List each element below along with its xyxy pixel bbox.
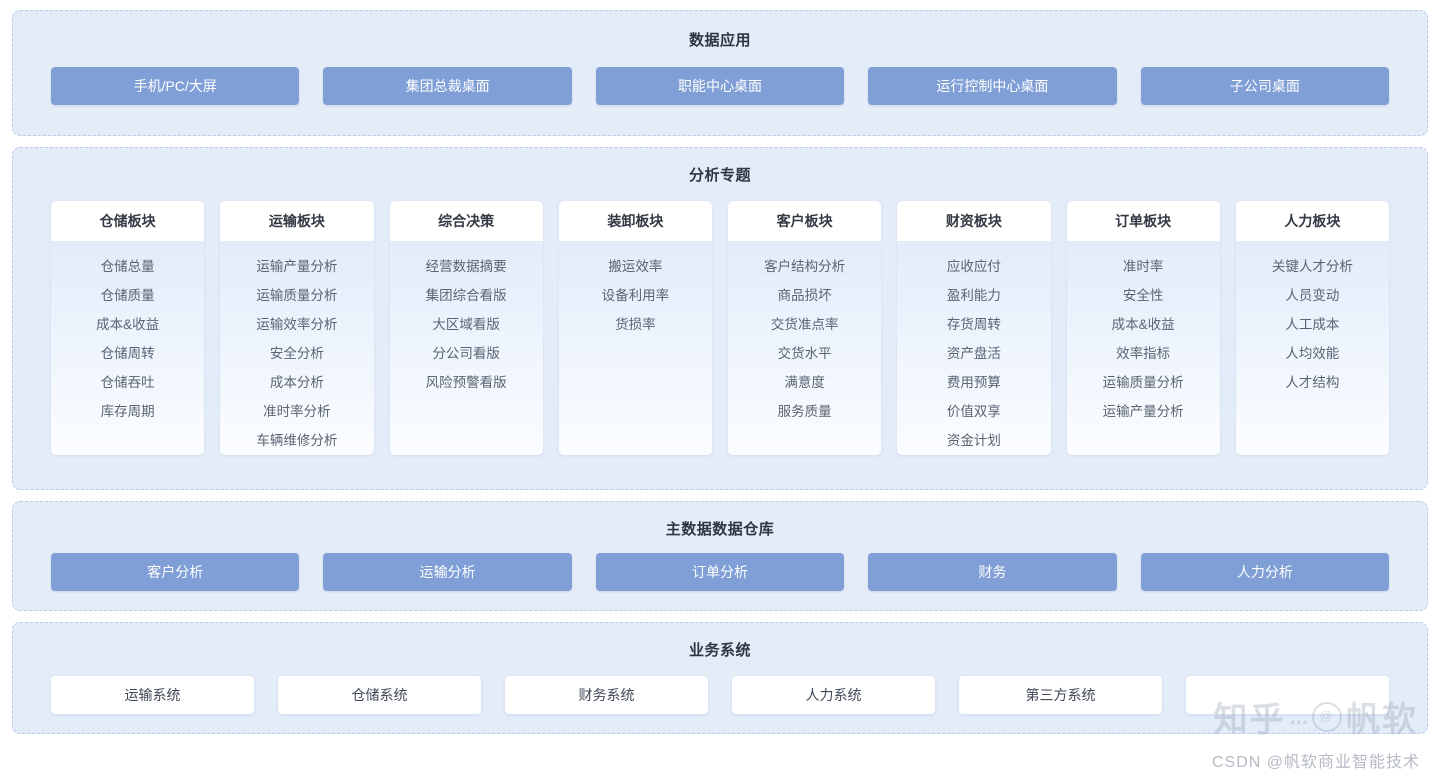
- topic-card-header-warehousing: 仓储板块: [51, 201, 205, 241]
- topic-card-comprehensive-decision[interactable]: 综合决策 经营数据摘要 集团综合看版 大区域看版 分公司看版 风险预警看版: [389, 201, 543, 455]
- warehouse-chip-hr-analysis[interactable]: 人力分析: [1140, 553, 1390, 591]
- analysis-topics-card-row: 仓储板块 仓储总量 仓储质量 成本&收益 仓储周转 仓储吞吐 库存周期 运输板块…: [51, 201, 1389, 455]
- business-systems-chip-row: 运输系统 仓储系统 财务系统 人力系统 第三方系统: [51, 676, 1389, 714]
- section-title-analysis-topics: 分析专题: [688, 167, 751, 184]
- topic-card-warehousing[interactable]: 仓储板块 仓储总量 仓储质量 成本&收益 仓储周转 仓储吞吐 库存周期: [51, 201, 205, 455]
- list-item[interactable]: 准时率分析: [263, 404, 331, 419]
- app-chip-operation-control-center-desktop[interactable]: 运行控制中心桌面: [868, 67, 1117, 105]
- list-item[interactable]: 人工成本: [1285, 317, 1340, 332]
- list-item[interactable]: 成本&收益: [1111, 317, 1175, 332]
- list-item[interactable]: 成本&收益: [96, 317, 160, 332]
- list-item[interactable]: 人员变动: [1285, 288, 1340, 303]
- topic-card-body-customer: 客户结构分析 商品损坏 交货准点率 交货水平 满意度 服务质量: [728, 241, 881, 436]
- list-item[interactable]: 运输质量分析: [256, 288, 338, 303]
- topic-card-header-comprehensive-decision: 综合决策: [389, 201, 543, 241]
- list-item[interactable]: 分公司看版: [432, 346, 500, 361]
- csdn-watermark: CSDN @帆软商业智能技术: [1211, 754, 1420, 771]
- topic-card-human-resources[interactable]: 人力板块 关键人才分析 人员变动 人工成本 人均效能 人才结构: [1235, 201, 1389, 455]
- list-item[interactable]: 商品损坏: [777, 288, 832, 303]
- topic-card-body-warehousing: 仓储总量 仓储质量 成本&收益 仓储周转 仓储吞吐 库存周期: [51, 241, 204, 436]
- system-chip-warehousing[interactable]: 仓储系统: [278, 676, 481, 714]
- list-item[interactable]: 客户结构分析: [764, 259, 846, 274]
- app-chip-group-president-desktop[interactable]: 集团总裁桌面: [323, 67, 572, 105]
- section-business-systems: 业务系统 运输系统 仓储系统 财务系统 人力系统 第三方系统: [12, 622, 1428, 734]
- list-item[interactable]: 存货周转: [946, 317, 1001, 332]
- system-chip-finance[interactable]: 财务系统: [505, 676, 708, 714]
- warehouse-chip-finance[interactable]: 财务: [868, 553, 1117, 591]
- topic-card-body-finance-capital: 应收应付 盈利能力 存货周转 资产盘活 费用预算 价值双享 资金计划: [897, 241, 1050, 455]
- list-item[interactable]: 交货水平: [777, 346, 832, 361]
- list-item[interactable]: 费用预算: [946, 375, 1001, 390]
- app-chip-subsidiary-desktop[interactable]: 子公司桌面: [1140, 67, 1390, 105]
- warehouse-chip-customer-analysis[interactable]: 客户分析: [51, 553, 300, 591]
- warehouse-chip-order-analysis[interactable]: 订单分析: [595, 553, 845, 591]
- list-item[interactable]: 人才结构: [1285, 375, 1340, 390]
- topic-card-loading-unloading[interactable]: 装卸板块 搬运效率 设备利用率 货损率: [558, 201, 712, 455]
- list-item[interactable]: 货损率: [615, 317, 656, 332]
- topic-card-body-transportation: 运输产量分析 运输质量分析 运输效率分析 安全分析 成本分析 准时率分析 车辆维…: [220, 241, 373, 455]
- list-item[interactable]: 仓储周转: [100, 346, 155, 361]
- warehouse-chip-transport-analysis[interactable]: 运输分析: [323, 553, 572, 591]
- list-item[interactable]: 成本分析: [269, 375, 324, 390]
- master-data-warehouse-chip-row: 客户分析 运输分析 订单分析 财务 人力分析: [51, 553, 1390, 591]
- list-item[interactable]: 资产盘活: [946, 346, 1001, 361]
- topic-card-body-human-resources: 关键人才分析 人员变动 人工成本 人均效能 人才结构: [1236, 241, 1389, 407]
- list-item[interactable]: 运输质量分析: [1102, 375, 1184, 390]
- list-item[interactable]: 集团综合看版: [425, 288, 507, 303]
- list-item[interactable]: 效率指标: [1116, 346, 1171, 361]
- list-item[interactable]: 经营数据摘要: [425, 259, 507, 274]
- app-chip-mobile-pc-screen[interactable]: 手机/PC/大屏: [51, 67, 300, 105]
- list-item[interactable]: 仓储总量: [100, 259, 155, 274]
- list-item[interactable]: 资金计划: [946, 433, 1001, 448]
- list-item[interactable]: 关键人才分析: [1271, 259, 1353, 274]
- topic-card-customer[interactable]: 客户板块 客户结构分析 商品损坏 交货准点率 交货水平 满意度 服务质量: [728, 201, 882, 455]
- topic-card-header-loading-unloading: 装卸板块: [558, 201, 712, 241]
- topic-card-header-order: 订单板块: [1066, 201, 1220, 241]
- topic-card-body-loading-unloading: 搬运效率 设备利用率 货损率: [559, 241, 712, 349]
- list-item[interactable]: 仓储质量: [100, 288, 155, 303]
- section-master-data-warehouse: 主数据数据仓库 客户分析 运输分析 订单分析 财务 人力分析: [12, 501, 1428, 611]
- topic-card-header-human-resources: 人力板块: [1235, 201, 1389, 241]
- list-item[interactable]: 应收应付: [946, 259, 1001, 274]
- section-data-applications: 数据应用 手机/PC/大屏 集团总裁桌面 职能中心桌面 运行控制中心桌面 子公司…: [12, 10, 1428, 136]
- list-item[interactable]: 安全性: [1122, 288, 1164, 303]
- topic-card-order[interactable]: 订单板块 准时率 安全性 成本&收益 效率指标 运输质量分析 运输产量分析: [1066, 201, 1220, 455]
- list-item[interactable]: 运输产量分析: [1102, 404, 1184, 419]
- topic-card-body-comprehensive-decision: 经营数据摘要 集团综合看版 大区域看版 分公司看版 风险预警看版: [390, 241, 543, 407]
- data-applications-chip-row: 手机/PC/大屏 集团总裁桌面 职能中心桌面 运行控制中心桌面 子公司桌面: [51, 67, 1390, 105]
- list-item[interactable]: 人均效能: [1285, 346, 1340, 361]
- topic-card-finance-capital[interactable]: 财资板块 应收应付 盈利能力 存货周转 资产盘活 费用预算 价值双享 资金计划: [897, 201, 1051, 455]
- list-item[interactable]: 准时率: [1122, 259, 1164, 274]
- section-title-business-systems: 业务系统: [688, 642, 751, 659]
- topic-card-header-transportation: 运输板块: [220, 201, 374, 241]
- list-item[interactable]: 服务质量: [777, 404, 832, 419]
- topic-card-body-order: 准时率 安全性 成本&收益 效率指标 运输质量分析 运输产量分析: [1067, 241, 1220, 436]
- list-item[interactable]: 设备利用率: [601, 288, 670, 303]
- topic-card-header-customer: 客户板块: [728, 201, 882, 241]
- topic-card-header-finance-capital: 财资板块: [897, 201, 1051, 241]
- list-item[interactable]: 运输效率分析: [256, 317, 338, 332]
- list-item[interactable]: 安全分析: [269, 346, 324, 361]
- list-item[interactable]: 仓储吞吐: [100, 375, 155, 390]
- list-item[interactable]: 大区域看版: [432, 317, 500, 332]
- topic-card-transportation[interactable]: 运输板块 运输产量分析 运输质量分析 运输效率分析 安全分析 成本分析 准时率分…: [220, 201, 374, 455]
- list-item[interactable]: 搬运效率: [608, 259, 663, 274]
- system-chip-third-party[interactable]: 第三方系统: [959, 676, 1162, 714]
- list-item[interactable]: 盈利能力: [946, 288, 1001, 303]
- list-item[interactable]: 车辆维修分析: [256, 433, 338, 448]
- list-item[interactable]: 交货准点率: [770, 317, 839, 332]
- app-chip-function-center-desktop[interactable]: 职能中心桌面: [595, 67, 845, 105]
- list-item[interactable]: 满意度: [784, 375, 825, 390]
- list-item[interactable]: 库存周期: [100, 404, 155, 419]
- system-chip-transport[interactable]: 运输系统: [51, 676, 254, 714]
- list-item[interactable]: 风险预警看版: [425, 375, 507, 390]
- section-title-master-data-warehouse: 主数据数据仓库: [665, 521, 775, 538]
- list-item[interactable]: 运输产量分析: [256, 259, 338, 274]
- list-item[interactable]: 价值双享: [946, 404, 1001, 419]
- system-chip-human-resources[interactable]: 人力系统: [732, 676, 935, 714]
- section-analysis-topics: 分析专题 仓储板块 仓储总量 仓储质量 成本&收益 仓储周转 仓储吞吐 库存周期…: [12, 147, 1428, 490]
- system-chip-obscured[interactable]: [1186, 676, 1389, 714]
- section-title-data-applications: 数据应用: [688, 32, 751, 49]
